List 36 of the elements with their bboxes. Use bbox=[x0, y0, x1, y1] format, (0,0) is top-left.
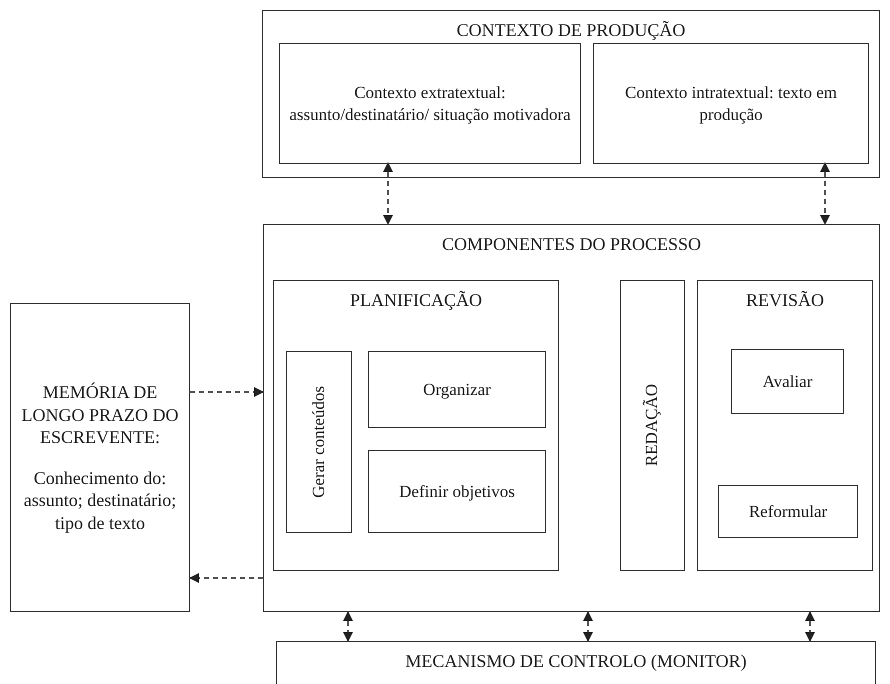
box-heading: CONTEXTO DE PRODUÇÃO bbox=[456, 19, 686, 42]
arrow bbox=[190, 387, 264, 397]
box-label: Conhecimento do: assunto; destinatário; tipo de texto bbox=[22, 466, 178, 534]
box-heading: MECANISMO DE CONTROLO (MONITOR) bbox=[405, 650, 747, 672]
arrow bbox=[583, 611, 593, 642]
process-box bbox=[718, 485, 858, 538]
vertical-label: REDAÇÃO bbox=[642, 384, 662, 467]
vertical-label: Gerar conteúdos bbox=[308, 386, 329, 498]
process-box bbox=[279, 43, 581, 164]
group-box bbox=[276, 641, 876, 684]
box-label: Contexto intratextual: texto em produção bbox=[624, 82, 838, 125]
process-box bbox=[593, 43, 869, 164]
group-box bbox=[697, 280, 873, 571]
box-label: MEMÓRIA DE LONGO PRAZO DO ESCREVENTE: bbox=[20, 381, 180, 448]
box-heading: PLANIFICAÇÃO bbox=[350, 289, 482, 312]
memory-box bbox=[10, 303, 190, 612]
group-box bbox=[263, 224, 880, 612]
arrow bbox=[383, 162, 393, 225]
box-heading: COMPONENTES DO PROCESSO bbox=[442, 233, 702, 256]
process-box bbox=[620, 280, 685, 571]
box-label: Contexto extratextual: assunto/destinatário/ situação motivadora bbox=[288, 82, 572, 125]
box-label: Avaliar bbox=[762, 370, 812, 392]
group-box bbox=[273, 280, 559, 571]
box-heading: REVISÃO bbox=[746, 289, 824, 312]
process-box bbox=[368, 351, 546, 428]
process-box bbox=[731, 349, 844, 414]
arrow bbox=[189, 573, 263, 583]
arrow bbox=[820, 162, 830, 225]
process-box bbox=[286, 351, 352, 533]
arrow bbox=[805, 611, 815, 642]
arrow bbox=[343, 611, 353, 642]
box-label: Reformular bbox=[748, 500, 828, 522]
box-label: Definir objetivos bbox=[399, 480, 515, 502]
process-box bbox=[368, 450, 546, 533]
group-box bbox=[262, 10, 880, 178]
box-label: Organizar bbox=[423, 378, 491, 400]
